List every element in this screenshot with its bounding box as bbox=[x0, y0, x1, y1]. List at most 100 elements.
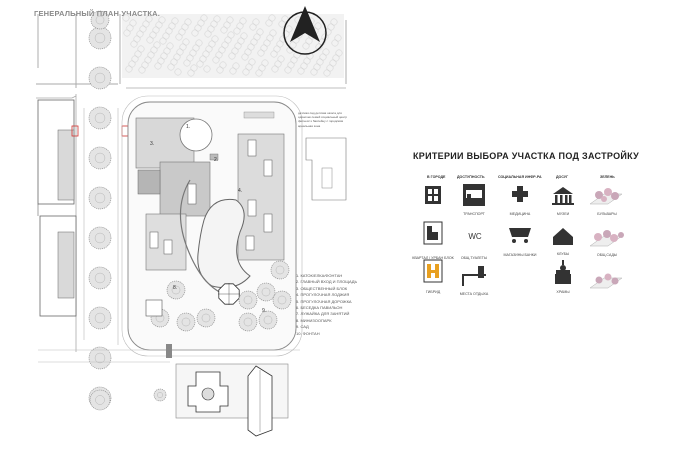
label-gardens: ОБЩ.САДЫ bbox=[596, 253, 618, 257]
legend-item: 8. МИНИЗООПАРК bbox=[296, 317, 332, 323]
neighbor-detail bbox=[321, 167, 333, 189]
forest-tree bbox=[123, 29, 131, 37]
tree-core bbox=[263, 315, 273, 325]
forest-tree bbox=[145, 15, 153, 23]
street-tree bbox=[88, 306, 112, 330]
forest-tree bbox=[157, 57, 165, 65]
legend-item: 3. ОБЩЕСТВЕННЫЙ БЛОК bbox=[296, 285, 348, 291]
garden-tree bbox=[238, 312, 258, 332]
forest-tree bbox=[266, 34, 274, 42]
forest-tree bbox=[274, 60, 282, 68]
forest-tree bbox=[305, 37, 313, 45]
forest-tree bbox=[289, 41, 297, 49]
street-tree bbox=[90, 10, 110, 30]
street-tree bbox=[88, 66, 112, 90]
forest-tree bbox=[236, 22, 244, 30]
forest-tree bbox=[165, 27, 173, 35]
plan-title: ГЕНЕРАЛЬНЫЙ ПЛАН УЧАСТКА. bbox=[34, 9, 161, 18]
legend-item: 6. БЕСЕДКА ПАВИЛЬОН bbox=[296, 305, 343, 311]
forest-tree bbox=[273, 45, 281, 53]
forest-tree bbox=[136, 30, 144, 38]
forest-tree bbox=[162, 32, 170, 40]
tree-core bbox=[94, 272, 106, 284]
urban-block-icon bbox=[423, 221, 443, 245]
forest-tree bbox=[213, 15, 221, 23]
transport-icon bbox=[463, 184, 485, 206]
small-building bbox=[263, 159, 273, 177]
forest-tree bbox=[313, 63, 321, 71]
forest-tree bbox=[256, 28, 264, 36]
forest-tree bbox=[324, 28, 332, 36]
forest-tree bbox=[285, 25, 293, 33]
forest-tree bbox=[316, 58, 324, 66]
forest-tree bbox=[149, 31, 157, 39]
forest-tree bbox=[290, 56, 298, 64]
tree-core bbox=[243, 295, 253, 305]
forest-tree bbox=[270, 50, 278, 58]
forest-tree bbox=[276, 40, 284, 48]
forest-tree bbox=[239, 17, 247, 25]
forest-tree bbox=[131, 55, 139, 63]
forest-tree bbox=[197, 19, 205, 27]
forest-tree bbox=[175, 33, 183, 41]
forest-tree bbox=[218, 46, 226, 54]
small-building bbox=[247, 199, 257, 217]
forest-tree bbox=[200, 14, 208, 22]
small-building bbox=[149, 231, 159, 249]
shop-bank-icon bbox=[509, 228, 531, 243]
neighbor-building bbox=[305, 137, 347, 201]
forest-tree bbox=[159, 37, 167, 45]
criteria-title: КРИТЕРИИ ВЫБОРА УЧАСТКА ПОД ЗАСТРОЙКУ bbox=[413, 151, 640, 161]
forest-tree bbox=[287, 61, 295, 69]
small-building bbox=[247, 139, 257, 157]
column-header-city: В ГОРОДЕ bbox=[427, 175, 446, 179]
forest-tree bbox=[191, 29, 199, 37]
garden-park-icon bbox=[589, 273, 623, 289]
forest-tree bbox=[205, 45, 213, 53]
forest-tree bbox=[181, 23, 189, 31]
forest-tree bbox=[126, 24, 134, 32]
street-line bbox=[36, 95, 77, 99]
street-tree bbox=[88, 106, 112, 130]
forest-tree bbox=[179, 43, 187, 51]
crossing bbox=[166, 344, 172, 358]
forest-tree bbox=[322, 48, 330, 56]
zone-number: 2. bbox=[214, 157, 218, 163]
street-tree bbox=[88, 226, 112, 250]
forest-tree bbox=[334, 34, 342, 42]
forest-tree bbox=[223, 21, 231, 29]
garden-tree bbox=[272, 290, 292, 310]
column-header-social: СОЦИАЛЬНАЯ ИНФР-РА bbox=[498, 175, 542, 179]
forest-tree bbox=[303, 57, 311, 65]
forest-tree bbox=[122, 14, 130, 22]
street-tree bbox=[88, 266, 112, 290]
forest-tree bbox=[244, 48, 252, 56]
forest-tree bbox=[329, 59, 337, 67]
forest-tree bbox=[330, 18, 338, 26]
forest-tree bbox=[269, 29, 277, 37]
forest-tree bbox=[265, 19, 273, 27]
boulevard-icon bbox=[589, 188, 623, 205]
forest-tree bbox=[154, 62, 162, 70]
tree-core bbox=[275, 265, 285, 275]
garden-tree bbox=[196, 308, 216, 328]
forest-tree bbox=[150, 46, 158, 54]
forest-tree bbox=[208, 40, 216, 48]
label-toilets: ОБЩ.ТУАЛЕТЫ bbox=[460, 256, 488, 260]
forest-tree bbox=[241, 53, 249, 61]
tree-core bbox=[94, 152, 106, 164]
forest-tree bbox=[335, 49, 343, 57]
forest-tree bbox=[319, 53, 327, 61]
garden-tree bbox=[166, 280, 186, 300]
forest-tree bbox=[189, 49, 197, 57]
forest-tree bbox=[271, 65, 279, 73]
forest-tree bbox=[207, 25, 215, 33]
forest-tree bbox=[142, 20, 150, 28]
forest-tree bbox=[281, 15, 289, 23]
forest-tree bbox=[240, 32, 248, 40]
forest-tree bbox=[166, 42, 174, 50]
forest-tree bbox=[160, 52, 168, 60]
legend-item: 9. САД bbox=[296, 324, 309, 330]
forest-tree bbox=[184, 18, 192, 26]
